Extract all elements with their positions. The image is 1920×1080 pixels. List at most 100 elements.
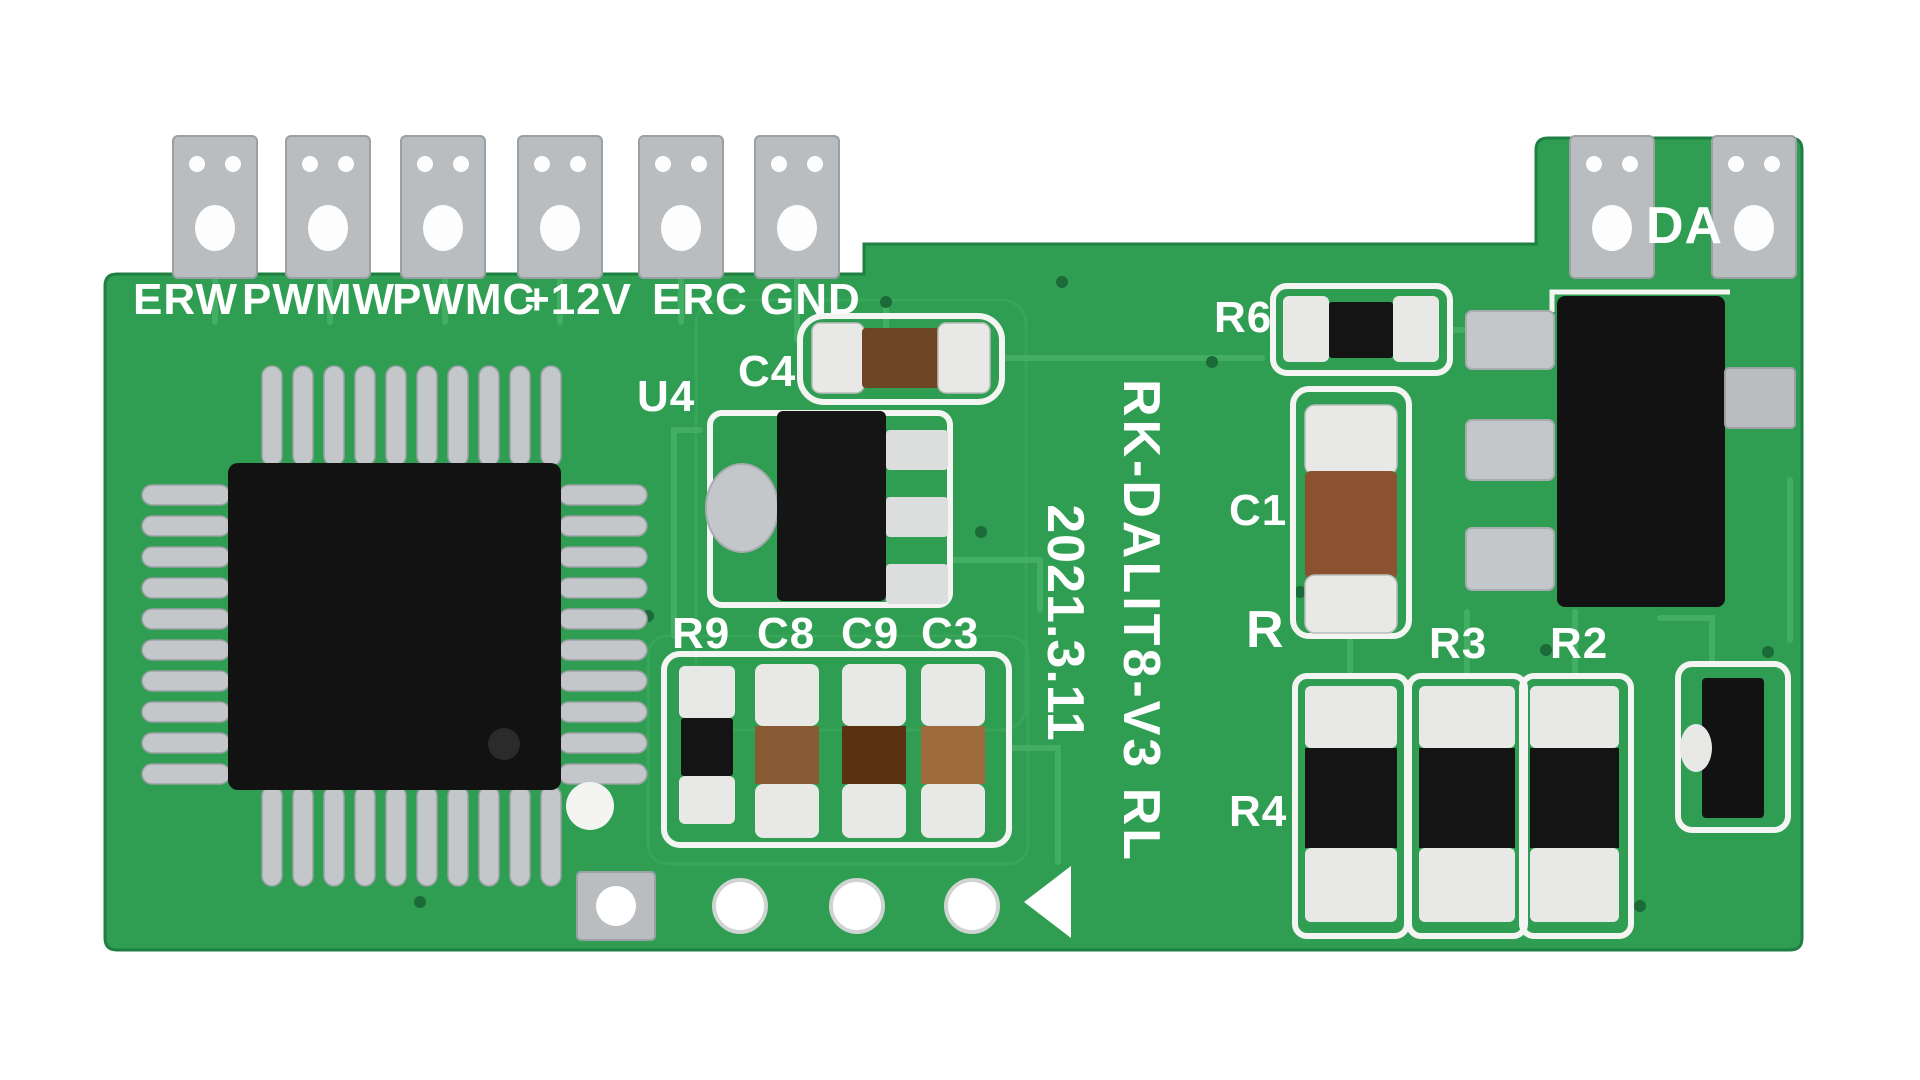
label-r3: R3	[1429, 619, 1488, 668]
via-dots	[414, 276, 1774, 912]
label-erc: ERC	[652, 275, 748, 324]
group-silkscreen-outline	[661, 651, 1012, 848]
label-r2: R2	[1550, 619, 1609, 668]
pack2-pad-bottom	[1419, 848, 1515, 922]
label-pwmw: PWMW	[242, 275, 396, 324]
pack1-pad-top	[1305, 686, 1397, 748]
label-c1: C1	[1229, 486, 1288, 535]
r9-pad-bottom	[679, 776, 735, 824]
component-c4	[797, 313, 1005, 405]
ic-pad-1	[1465, 310, 1555, 370]
hole-1	[596, 886, 636, 926]
component-r6	[1270, 283, 1453, 376]
mounting-holes	[576, 866, 1071, 941]
connector-da-1	[1569, 135, 1655, 279]
label-c3: C3	[921, 609, 980, 658]
pack3-pad-bottom	[1530, 848, 1619, 922]
connector-12v	[517, 135, 603, 279]
u4-tab-pad	[705, 463, 779, 553]
r6-body	[1329, 302, 1393, 358]
label-c4: C4	[738, 347, 797, 396]
silkscreen-dot	[566, 782, 614, 830]
connector-gnd	[754, 135, 840, 279]
c9-terminal-top	[842, 664, 906, 726]
c8-terminal-top	[755, 664, 819, 726]
c4-terminal-right	[937, 322, 991, 394]
transistor-body	[1702, 678, 1764, 818]
c4-capacitor-body	[862, 328, 940, 388]
u4-body	[777, 411, 886, 601]
c3-terminal-top	[921, 664, 985, 726]
pack1-pad-bottom	[1305, 848, 1397, 922]
c4-silkscreen-outline	[797, 313, 1005, 405]
c9-body	[842, 726, 906, 784]
connector-erw	[172, 135, 258, 279]
r6-pad-left	[1283, 296, 1329, 362]
resistor-pack-2	[1406, 673, 1528, 939]
pack1-body	[1305, 748, 1397, 848]
ic-body	[1557, 296, 1725, 607]
r6-pad-right	[1393, 296, 1439, 362]
ic-pad-3	[1465, 527, 1555, 591]
hole-4	[944, 878, 1000, 934]
pack3-body	[1530, 748, 1619, 848]
resistor-pack-3	[1519, 673, 1634, 939]
connector-da-2	[1711, 135, 1797, 279]
c4-terminal-left	[811, 322, 865, 394]
u4-pad-2	[886, 497, 948, 537]
label-gnd: GND	[760, 275, 861, 324]
r9-body	[681, 718, 733, 776]
label-date-vertical: 2021.3.11	[1036, 504, 1094, 742]
ic-tab-pad	[1724, 367, 1796, 429]
c8-terminal-bottom	[755, 784, 819, 838]
connector-pwmc	[400, 135, 486, 279]
r6-silkscreen-outline	[1270, 283, 1453, 376]
component-c1	[1290, 386, 1412, 639]
small-transistor	[1675, 661, 1791, 833]
label-da: DA	[1646, 197, 1724, 255]
c1-terminal-bottom	[1304, 574, 1398, 634]
label-erw: ERW	[133, 275, 238, 324]
r9-pad-top	[679, 666, 735, 718]
pack2-pad-top	[1419, 686, 1515, 748]
label-model-vertical: RK-DALIT8-V3 RL	[1112, 378, 1170, 864]
c1-capacitor-body	[1305, 471, 1397, 579]
hole-3	[829, 878, 885, 934]
component-group-r9-c8-c9-c3	[661, 651, 1012, 848]
label-12v: +12V	[524, 275, 632, 324]
u4-pad-1	[886, 430, 948, 470]
ic-pad-2	[1465, 419, 1555, 481]
resistor-pack-1	[1292, 673, 1410, 939]
connector-pwmw	[285, 135, 371, 279]
ic-silkscreen-line	[1549, 289, 1730, 312]
label-c9: C9	[841, 609, 900, 658]
label-c8: C8	[757, 609, 816, 658]
hole-2	[712, 878, 768, 934]
c1-terminal-top	[1304, 404, 1398, 476]
component-u4	[705, 410, 953, 608]
label-r: R	[1246, 601, 1285, 659]
power-ic	[1465, 289, 1796, 607]
label-r6: R6	[1214, 293, 1273, 342]
qfp-chip	[141, 365, 648, 887]
qfp-pin1-dot	[488, 728, 520, 760]
copper-traces	[212, 275, 1793, 865]
c1-silkscreen-outline	[1290, 386, 1412, 639]
transistor-solder-blob	[1680, 724, 1712, 772]
c9-terminal-bottom	[842, 784, 906, 838]
silkscreen-triangle-marker	[1024, 866, 1071, 938]
pack2-body	[1419, 748, 1515, 848]
label-r9: R9	[672, 609, 731, 658]
c3-terminal-bottom	[921, 784, 985, 838]
transistor-silkscreen-outline	[1675, 661, 1791, 833]
pack3-pad-top	[1530, 686, 1619, 748]
label-pwmc: PWMC	[392, 275, 536, 324]
c8-body	[755, 726, 819, 784]
label-u4: U4	[637, 372, 696, 421]
pack3-silkscreen-outline	[1519, 673, 1634, 939]
c3-body	[921, 726, 985, 784]
qfp-body	[228, 463, 561, 790]
u4-pad-3	[886, 564, 948, 604]
